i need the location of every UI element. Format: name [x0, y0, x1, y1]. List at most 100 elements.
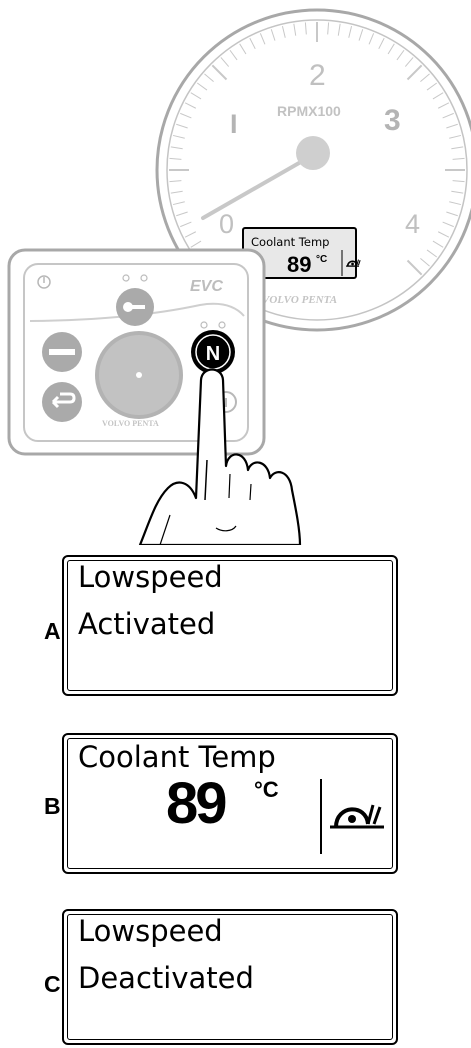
tick-mark [368, 33, 375, 45]
scale-number-2: 2 [309, 59, 326, 92]
tick-mark [451, 146, 464, 150]
tick-mark [180, 221, 192, 228]
tick-mark [172, 201, 185, 206]
lcd-frame [67, 560, 393, 691]
panel-brand-mark: VOLVO PENTA [102, 419, 159, 428]
lcd-frame [67, 738, 393, 869]
tick-mark [176, 211, 188, 217]
lcd-line-2: Activated [78, 607, 216, 641]
neutral-button-label: N [206, 343, 220, 365]
tick-mark [420, 73, 430, 83]
tick-mark [432, 240, 444, 248]
lcd-line-1: Lowspeed [78, 560, 223, 594]
tick-mark [270, 29, 276, 41]
tick-mark [452, 180, 465, 183]
tick-mark [229, 49, 238, 61]
needle [201, 153, 315, 220]
tick-mark [449, 201, 462, 206]
tick-mark [406, 64, 423, 81]
neutral-button[interactable]: N [191, 330, 235, 374]
tick-mark [406, 259, 423, 276]
tick-mark [442, 112, 454, 119]
tick-mark [358, 29, 364, 41]
gauge-display-unit: °C [316, 254, 327, 265]
pointing-finger-icon [138, 368, 302, 545]
lcd-display: Coolant Temp 89 °C [62, 733, 398, 874]
tick-mark [446, 211, 458, 217]
tick-mark [348, 25, 353, 38]
coolant-temp-value: 89 [166, 771, 227, 836]
coolant-temp-unit: °C [254, 777, 279, 802]
tick-mark [211, 64, 228, 81]
tick-mark [304, 22, 307, 35]
tick-mark [170, 146, 183, 150]
tick-mark [190, 240, 202, 248]
scale-number-0: 0 [219, 209, 234, 239]
lowspeed-snail-icon [330, 804, 384, 829]
display-divider [320, 779, 322, 854]
tick-mark [169, 157, 182, 160]
tick-mark [184, 102, 197, 109]
illustration: 0 I 2 3 4 RPMX100 Coolant Temp 89 °C VOL… [7, 8, 471, 545]
tick-marks [169, 22, 465, 276]
panel-row-c: C Lowspeed Deactivated [0, 909, 471, 1048]
tick-mark [327, 22, 330, 35]
scale-number-3: 3 [384, 104, 401, 137]
return-button[interactable] [42, 382, 82, 422]
tick-mark [451, 190, 464, 194]
tick-mark [184, 231, 197, 238]
row-letter: C [44, 971, 61, 997]
gauge-display-title: Coolant Temp [251, 235, 329, 249]
tick-mark [169, 180, 182, 183]
gauge-brand-mark: VOLVO PENTA [262, 294, 337, 306]
row-letter: B [44, 793, 61, 819]
tick-mark [396, 49, 405, 61]
evc-logo: EVC [190, 278, 223, 295]
key-button[interactable] [116, 288, 154, 326]
panel-row-a: A Lowspeed Activated [0, 555, 471, 700]
tick-mark [239, 43, 247, 55]
tick-mark [204, 73, 214, 83]
scale-number-1: I [230, 109, 238, 139]
tick-mark [378, 37, 385, 50]
minus-button[interactable] [42, 332, 82, 372]
needle-hub [296, 136, 330, 170]
tick-mark [170, 190, 183, 194]
lcd-display: Lowspeed Activated [62, 555, 398, 696]
lcd-line-2: Deactivated [78, 961, 254, 995]
coolant-temp-title: Coolant Temp [78, 740, 276, 774]
lcd-line-1: Lowspeed [78, 914, 223, 948]
lcd-display: Lowspeed Deactivated [62, 909, 398, 1045]
tick-mark [220, 57, 230, 67]
gauge-display: Coolant Temp 89 °C [242, 227, 361, 279]
tick-mark [426, 82, 438, 91]
scale-number-4: 4 [405, 209, 420, 239]
tick-mark [259, 33, 266, 45]
tick-mark [196, 82, 208, 91]
return-arrow-icon [51, 392, 76, 409]
tick-mark [172, 134, 185, 139]
tick-mark [281, 25, 286, 38]
lcd-frame [67, 914, 393, 1040]
tick-mark [449, 134, 462, 139]
tick-mark [387, 43, 395, 55]
lowspeed-snail-icon [346, 259, 361, 267]
row-letter: A [44, 618, 61, 644]
key-icon [123, 302, 145, 312]
tick-mark [190, 92, 202, 100]
tick-mark [404, 57, 414, 67]
tick-mark [437, 231, 450, 238]
tick-mark [180, 112, 192, 119]
joystick-dial[interactable] [95, 331, 183, 419]
tick-mark [446, 123, 458, 129]
tick-mark [420, 257, 430, 267]
tick-mark [442, 221, 454, 228]
tick-mark [452, 157, 465, 160]
power-icon [37, 275, 51, 289]
gauge-display-value: 89 [287, 252, 311, 277]
tick-mark [249, 37, 256, 50]
minus-icon [49, 349, 75, 355]
tick-mark [426, 249, 438, 258]
tick-mark [437, 102, 450, 109]
tick-mark [293, 23, 297, 36]
